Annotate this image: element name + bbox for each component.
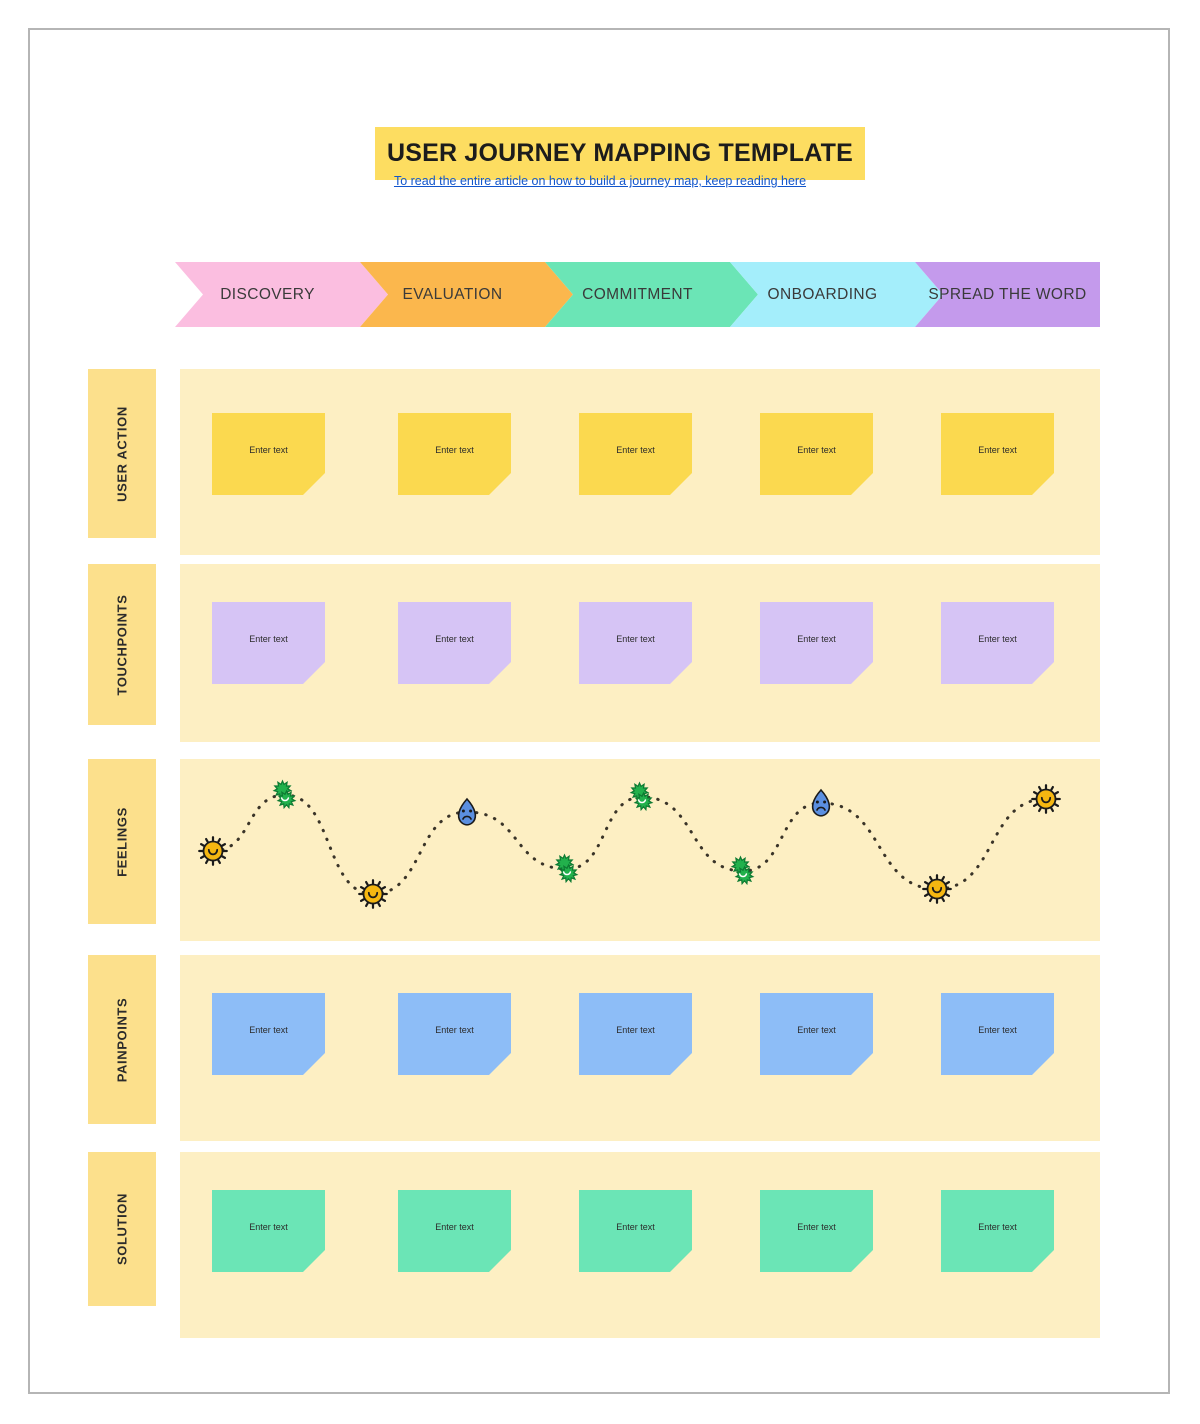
row-label-text: FEELINGS (114, 806, 130, 877)
row-label-painpoints: PAINPOINTS (88, 955, 156, 1124)
sticky-note[interactable]: Enter text (579, 1190, 692, 1272)
stage-label: COMMITMENT (582, 285, 693, 303)
stage-chevron-onboarding[interactable] (730, 262, 943, 327)
sticky-note-text: Enter text (797, 1025, 836, 1035)
sticky-note[interactable]: Enter text (212, 1190, 325, 1272)
sticky-note[interactable]: Enter text (579, 602, 692, 684)
row-label-text: TOUCHPOINTS (114, 594, 130, 695)
sticky-note[interactable]: Enter text (212, 413, 325, 495)
stage-discovery[interactable]: DISCOVERY (175, 262, 360, 327)
sticky-note[interactable]: Enter text (941, 413, 1054, 495)
sticky-note[interactable]: Enter text (398, 413, 511, 495)
row-label-text: SOLUTION (114, 1193, 130, 1265)
sticky-note-text: Enter text (249, 445, 288, 455)
sticky-note[interactable]: Enter text (941, 993, 1054, 1075)
sticky-note[interactable]: Enter text (212, 993, 325, 1075)
stage-evaluation[interactable]: EVALUATION (360, 262, 545, 327)
sticky-note-text: Enter text (978, 1025, 1017, 1035)
stage-chevron-evaluation[interactable] (360, 262, 573, 327)
stage-label: DISCOVERY (220, 285, 315, 303)
sticky-note[interactable]: Enter text (941, 1190, 1054, 1272)
stage-chevrons (175, 262, 1100, 327)
sticky-note-text: Enter text (249, 634, 288, 644)
sticky-note-text: Enter text (435, 445, 474, 455)
row-label-solution: SOLUTION (88, 1152, 156, 1306)
sticky-note[interactable]: Enter text (398, 1190, 511, 1272)
stage-label: SPREAD THE WORD (928, 285, 1087, 303)
row-label-text: PAINPOINTS (114, 997, 130, 1082)
stage-chevron-commitment[interactable] (545, 262, 758, 327)
sticky-note[interactable]: Enter text (398, 993, 511, 1075)
sticky-note[interactable]: Enter text (760, 1190, 873, 1272)
sticky-note-text: Enter text (978, 634, 1017, 644)
stage-label: EVALUATION (402, 285, 503, 303)
sticky-note-text: Enter text (435, 1222, 474, 1232)
sticky-note-text: Enter text (435, 634, 474, 644)
sticky-note-text: Enter text (249, 1025, 288, 1035)
sticky-note-text: Enter text (978, 1222, 1017, 1232)
sticky-note[interactable]: Enter text (760, 602, 873, 684)
sticky-note[interactable]: Enter text (212, 602, 325, 684)
sticky-note-text: Enter text (435, 1025, 474, 1035)
sticky-note[interactable]: Enter text (760, 413, 873, 495)
row-label-feelings: FEELINGS (88, 759, 156, 924)
page-title: USER JOURNEY MAPPING TEMPLATE (386, 139, 854, 167)
stage-label: ONBOARDING (767, 285, 878, 303)
stage-onboarding[interactable]: ONBOARDING (730, 262, 915, 327)
sticky-note-text: Enter text (797, 634, 836, 644)
stage-spread-the-word[interactable]: SPREAD THE WORD (915, 262, 1100, 327)
row-band-feelings (180, 759, 1100, 941)
row-label-touchpoints: TOUCHPOINTS (88, 564, 156, 725)
article-link[interactable]: To read the entire article on how to bui… (393, 174, 807, 188)
row-label-text: USER ACTION (114, 405, 130, 502)
title-banner: USER JOURNEY MAPPING TEMPLATE (375, 127, 865, 180)
row-label-user-action: USER ACTION (88, 369, 156, 538)
sticky-note[interactable]: Enter text (398, 602, 511, 684)
sticky-note-text: Enter text (978, 445, 1017, 455)
stage-banner: DISCOVERY EVALUATION COMMITMENT ONBOARDING S… (175, 262, 1100, 327)
stage-commitment[interactable]: COMMITMENT (545, 262, 730, 327)
sticky-note[interactable]: Enter text (579, 413, 692, 495)
stage-chevron-spread-the-word[interactable] (915, 262, 1100, 327)
sticky-note-text: Enter text (616, 1222, 655, 1232)
sticky-note-text: Enter text (797, 1222, 836, 1232)
sticky-note[interactable]: Enter text (760, 993, 873, 1075)
sticky-note-text: Enter text (797, 445, 836, 455)
sticky-note-text: Enter text (249, 1222, 288, 1232)
sticky-note[interactable]: Enter text (941, 602, 1054, 684)
sticky-note-text: Enter text (616, 445, 655, 455)
stage-chevron-discovery[interactable] (175, 262, 388, 327)
sticky-note[interactable]: Enter text (579, 993, 692, 1075)
sticky-note-text: Enter text (616, 634, 655, 644)
sticky-note-text: Enter text (616, 1025, 655, 1035)
